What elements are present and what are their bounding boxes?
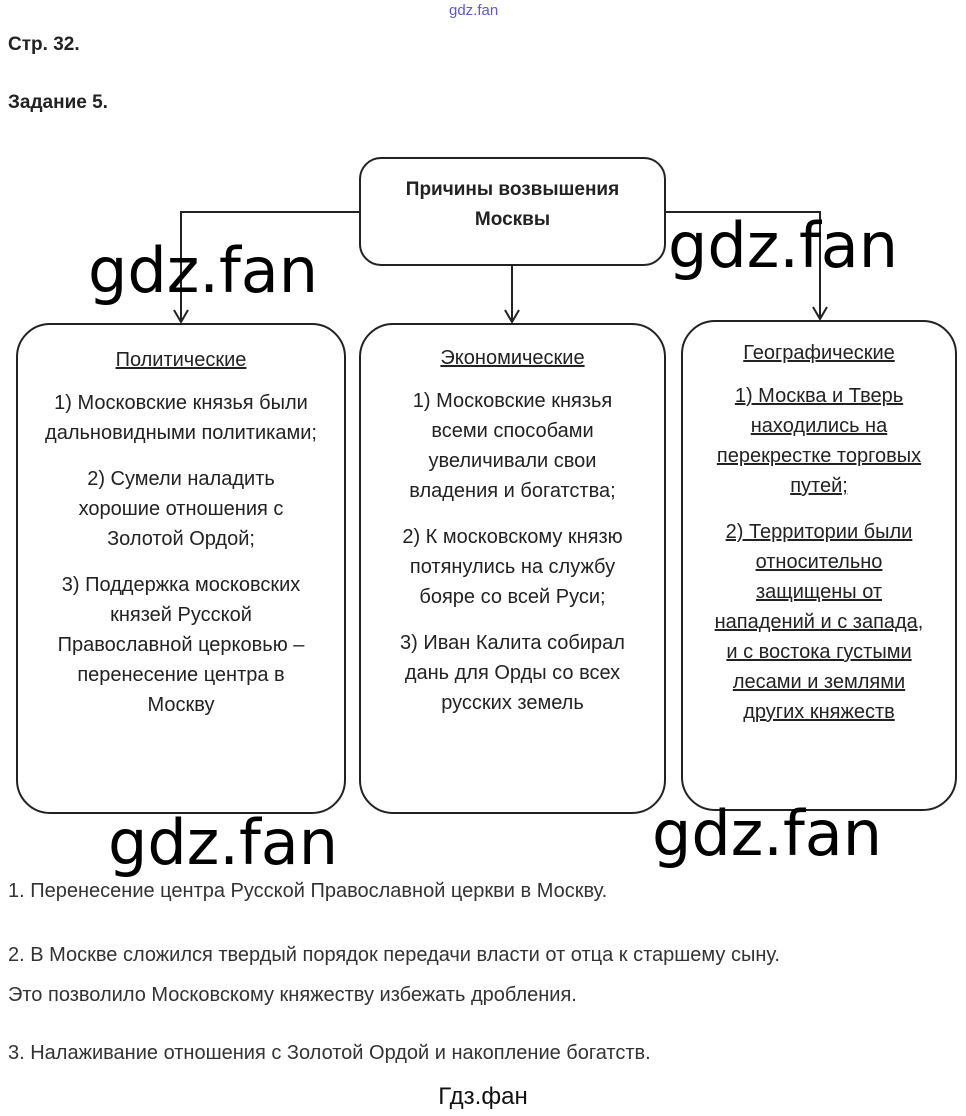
answer-2: 2. В Москве сложился твердый порядок пер… xyxy=(8,944,780,966)
geographic-box: Географические 1) Москва и Тверь находил… xyxy=(681,320,957,811)
page-number: Стр. 32. xyxy=(8,34,80,55)
political-title: Политические xyxy=(115,349,247,371)
list-item: 3) Поддержка московских князей Русской П… xyxy=(57,574,305,716)
top-watermark: gdz.fan xyxy=(449,2,499,19)
political-box: Политические 1) Московские князья были д… xyxy=(16,323,346,814)
root-line-1: Причины возвышения xyxy=(405,179,620,200)
list-item: 2) Сумели наладить хорошие отношения с З… xyxy=(78,468,284,550)
arrow-right xyxy=(812,306,828,321)
list-item: 2) Территории были относительно защищены… xyxy=(714,521,924,723)
connector-left xyxy=(180,211,359,322)
list-item: 1) Московские князья были дальновидными … xyxy=(45,392,317,444)
task-title: Задание 5. xyxy=(8,92,108,113)
economic-box: Экономические 1) Московские князья всеми… xyxy=(359,323,666,814)
geographic-title: Географические xyxy=(743,342,895,364)
root-line-2: Москвы xyxy=(474,209,551,230)
connector-right xyxy=(665,211,821,319)
footer-watermark: Гдз.фан xyxy=(438,1083,528,1110)
arrow-left xyxy=(173,309,189,324)
economic-title: Экономические xyxy=(440,347,585,369)
arrow-middle xyxy=(504,309,520,324)
answer-1: 1. Перенесение центра Русской Православн… xyxy=(8,880,608,902)
list-item: 2) К московскому князю потянулись на слу… xyxy=(402,526,623,608)
answer-3: 3. Налаживание отношения с Золотой Ордой… xyxy=(8,1042,651,1064)
root-box: Причины возвышения Москвы xyxy=(359,157,666,266)
list-item: 3) Иван Калита собирал дань для Орды со … xyxy=(400,632,625,714)
list-item: 1) Московские князья всеми способами уве… xyxy=(409,390,616,502)
list-item: 1) Москва и Тверь находились на перекрес… xyxy=(716,385,922,497)
answer-2-cont: Это позволило Московскому княжеству избе… xyxy=(8,984,577,1006)
